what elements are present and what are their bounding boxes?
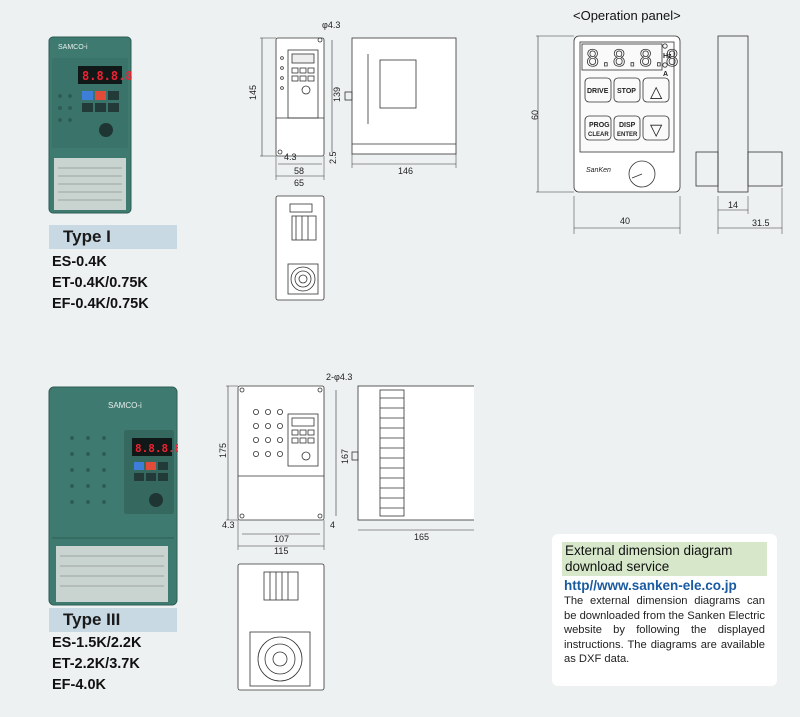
type3-model-ef: EF-4.0K [52, 677, 106, 693]
type1-dim-bottom: 2.5 [328, 151, 338, 164]
type3-dim-bottom: 4 [330, 520, 335, 530]
type3-dim-h-inner: 167 [340, 449, 350, 464]
type1-model-ef: EF-0.4K/0.75K [52, 296, 149, 312]
disp-button-label: DISP [619, 122, 636, 129]
panel-display: 8.8.8.8 [586, 47, 679, 72]
panel-dim-depth-inner: 14 [728, 200, 738, 210]
prog-button-label: PROG [589, 122, 610, 129]
maker-logo: SanKen [586, 167, 611, 174]
stop-button-label: STOP [617, 88, 636, 95]
type1-product-photo: SAMCO-i 8.8.8.8 [48, 36, 132, 214]
type3-product-photo: SAMCO-i 8.8.8.8 [48, 386, 178, 606]
download-info-box: External dimension diagram download serv… [552, 534, 777, 686]
type3-dim-w-outer: 115 [274, 546, 288, 556]
download-info-heading: External dimension diagram download serv… [562, 542, 767, 576]
type3-display: 8.8.8.8 [135, 442, 178, 455]
type3-dim-w-inner: 107 [274, 534, 289, 544]
type3-dim-margin: 4.3 [222, 520, 235, 530]
type1-dim-depth: 146 [398, 166, 413, 176]
type1-dim-h-inner: 139 [332, 87, 342, 102]
panel-dim-width: 40 [620, 216, 630, 226]
operation-panel-title: <Operation panel> [573, 8, 681, 23]
type1-models: ES-0.4K ET-0.4K/0.75K EF-0.4K/0.75K [52, 252, 149, 315]
type3-dimension-drawing: 2-φ4.3 175 167 4.3 4 107 115 165 [218, 372, 474, 691]
up-arrow-icon: △ [650, 84, 663, 101]
type3-dim-hole: 2-φ4.3 [326, 372, 352, 382]
type1-dimension-drawing: φ4.3 145 139 4.3 2.5 58 65 146 [248, 20, 457, 301]
clear-button-label: CLEAR [588, 132, 609, 138]
type1-dim-w-inner: 58 [294, 166, 304, 176]
operation-panel-drawing: 8.8.8.8 Hz A DRIVE STOP △ PROG CLEAR DIS… [530, 35, 783, 234]
type1-display: 8.8.8.8 [82, 69, 132, 83]
type1-dim-hole: φ4.3 [322, 20, 340, 30]
type3-model-es: ES-1.5K/2.2K [52, 635, 142, 651]
down-arrow-icon: ▽ [650, 122, 663, 139]
type1-dim-margin: 4.3 [284, 152, 297, 162]
type3-models: ES-1.5K/2.2K ET-2.2K/3.7K EF-4.0K [52, 633, 141, 696]
type1-dim-w-outer: 65 [294, 178, 304, 188]
a-label: A [663, 71, 668, 78]
type1-model-et: ET-0.4K/0.75K [52, 275, 148, 291]
enter-button-label: ENTER [617, 132, 638, 138]
type1-label: Type I [49, 225, 177, 249]
type1-model-es: ES-0.4K [52, 254, 107, 270]
type1-brand: SAMCO-i [58, 44, 88, 51]
download-url-link[interactable]: http//www.sanken-ele.co.jp [564, 578, 737, 593]
type1-dim-h-outer: 145 [248, 85, 258, 100]
type3-model-et: ET-2.2K/3.7K [52, 656, 140, 672]
panel-dim-height: 60 [530, 110, 540, 120]
panel-dim-depth-total: 31.5 [752, 218, 770, 228]
type3-dim-depth: 165 [414, 532, 429, 542]
download-info-body: The external dimension diagrams can be d… [564, 595, 765, 666]
hz-label: Hz [663, 53, 672, 60]
type3-label: Type III [49, 608, 177, 632]
type3-dim-h-outer: 175 [218, 443, 228, 458]
type3-brand: SAMCO-i [108, 401, 142, 410]
drive-button-label: DRIVE [587, 88, 609, 95]
